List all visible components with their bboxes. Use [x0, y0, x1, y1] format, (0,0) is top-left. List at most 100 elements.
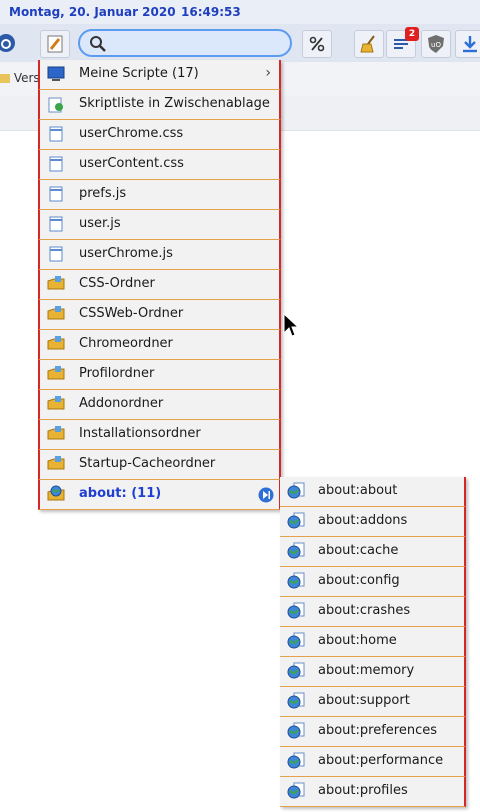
toolbar: 2 uO — [0, 24, 480, 63]
globe-page-icon — [287, 662, 305, 679]
file-icon — [49, 216, 63, 232]
date-text: Montag, 20. Januar 2020 — [9, 5, 176, 19]
folder-icon — [47, 456, 65, 470]
file-icon — [49, 126, 63, 142]
globe-page-icon — [287, 512, 305, 529]
menu-item-chromeordner[interactable]: Chromeordner — [38, 330, 281, 360]
menu-item-label: Installationsordner — [79, 426, 201, 441]
menu-item-label: Addonordner — [79, 396, 164, 411]
search-box[interactable] — [78, 29, 292, 57]
submenu-item-label: about:memory — [318, 663, 415, 678]
clear-button[interactable] — [354, 30, 384, 58]
menu-item-label: userChrome.css — [79, 126, 184, 141]
download-icon — [463, 36, 477, 53]
script-editor-icon — [47, 35, 63, 53]
status-bar: Montag, 20. Januar 2020 16:49:53 — [0, 0, 480, 24]
globe-page-icon — [287, 752, 305, 769]
submenu-item-support[interactable]: about:support — [280, 687, 466, 717]
menu-item-label: CSSWeb-Ordner — [79, 306, 184, 321]
globe-page-icon — [287, 482, 305, 499]
menu-item-label: user.js — [79, 216, 121, 231]
globe-page-icon — [287, 602, 305, 619]
chevron-right-icon: › — [265, 65, 271, 81]
folder-icon — [47, 336, 65, 350]
menu-item-skriptliste[interactable]: Skriptliste in Zwischenablage — [38, 90, 281, 120]
menu-item-label: CSS-Ordner — [79, 276, 155, 291]
search-input[interactable] — [114, 34, 278, 54]
submenu-item-performance[interactable]: about:performance — [280, 747, 466, 777]
menu-item-label: userChrome.js — [79, 246, 173, 261]
script-editor-button[interactable] — [40, 30, 70, 58]
submenu-item-label: about:crashes — [318, 603, 411, 618]
globe-page-icon — [287, 572, 305, 589]
menu-item-installationsordner[interactable]: Installationsordner — [38, 420, 281, 450]
submenu-item-about[interactable]: about:about — [280, 477, 466, 507]
menu-item-prefs-js[interactable]: prefs.js — [38, 180, 281, 210]
menu-item-user-js[interactable]: user.js — [38, 210, 281, 240]
submenu-item-config[interactable]: about:config — [280, 567, 466, 597]
list-button[interactable]: 2 — [386, 27, 419, 58]
menu-item-css-ordner[interactable]: CSS-Ordner — [38, 270, 281, 300]
globe-page-icon — [287, 782, 305, 799]
menu-item-label: Chromeordner — [79, 336, 173, 351]
submenu-item-home[interactable]: about:home — [280, 627, 466, 657]
submenu-item-label: about:about — [318, 483, 398, 498]
menu-item-startup-cacheordner[interactable]: Startup-Cacheordner — [38, 450, 281, 480]
globe-page-icon — [287, 692, 305, 709]
folder-icon — [0, 74, 10, 83]
submenu-item-label: about:support — [318, 693, 410, 708]
submenu-item-crashes[interactable]: about:crashes — [280, 597, 466, 627]
folder-icon — [47, 396, 65, 410]
menu-item-about[interactable]: about: (11) — [38, 480, 281, 510]
search-icon — [90, 36, 106, 52]
submenu-item-label: about:preferences — [318, 723, 437, 738]
ublock-button[interactable]: uO — [421, 30, 451, 58]
globe-page-icon — [287, 542, 305, 559]
globe-folder-icon — [47, 485, 65, 501]
percent-button[interactable] — [302, 30, 332, 58]
menu-item-label: Meine Scripte (17) — [79, 66, 199, 81]
menu-item-meine-scripte[interactable]: Meine Scripte (17) › — [38, 60, 281, 90]
submenu-item-label: about:addons — [318, 513, 408, 528]
submenu-item-label: about:config — [318, 573, 400, 588]
percent-icon — [309, 36, 325, 52]
menu-item-usercontent-css[interactable]: userContent.css — [38, 150, 281, 180]
mouse-cursor-icon — [283, 313, 299, 337]
submenu-item-addons[interactable]: about:addons — [280, 507, 466, 537]
github-icon — [0, 34, 15, 52]
menu-item-userchrome-css[interactable]: userChrome.css — [38, 120, 281, 150]
monitor-icon — [47, 66, 65, 81]
menu-item-label: about: (11) — [79, 486, 162, 501]
file-icon — [49, 156, 63, 172]
time-text: 16:49:53 — [181, 5, 241, 19]
submenu-item-label: about:home — [318, 633, 397, 648]
submenu-item-cache[interactable]: about:cache — [280, 537, 466, 567]
submenu-item-memory[interactable]: about:memory — [280, 657, 466, 687]
svg-text:uO: uO — [431, 41, 441, 49]
ublock-icon: uO — [428, 35, 444, 53]
menu-item-addonordner[interactable]: Addonordner — [38, 390, 281, 420]
folder-icon — [47, 306, 65, 320]
folder-icon — [47, 276, 65, 290]
menu-item-userchrome-js[interactable]: userChrome.js — [38, 240, 281, 270]
menu-item-label: Startup-Cacheordner — [79, 456, 216, 471]
menu-item-profilordner[interactable]: Profilordner — [38, 360, 281, 390]
submenu-next-icon — [258, 487, 274, 503]
scripts-menu: Meine Scripte (17) › Skriptliste in Zwis… — [38, 60, 281, 510]
file-icon — [49, 246, 63, 262]
menu-item-label: Skriptliste in Zwischenablage — [79, 96, 270, 111]
folder-icon — [47, 426, 65, 440]
folder-icon — [47, 366, 65, 380]
github-button[interactable] — [0, 30, 20, 56]
about-submenu: about:about about:addons about:cache abo… — [280, 477, 466, 807]
submenu-item-label: about:performance — [318, 753, 444, 768]
downloads-button[interactable] — [455, 30, 480, 58]
submenu-item-label: about:cache — [318, 543, 399, 558]
menu-item-label: userContent.css — [79, 156, 184, 171]
submenu-item-profiles[interactable]: about:profiles — [280, 777, 466, 807]
menu-item-label: prefs.js — [79, 186, 127, 201]
menu-item-cssweb-ordner[interactable]: CSSWeb-Ordner — [38, 300, 281, 330]
submenu-item-preferences[interactable]: about:preferences — [280, 717, 466, 747]
file-icon — [49, 186, 63, 202]
globe-page-icon — [287, 722, 305, 739]
